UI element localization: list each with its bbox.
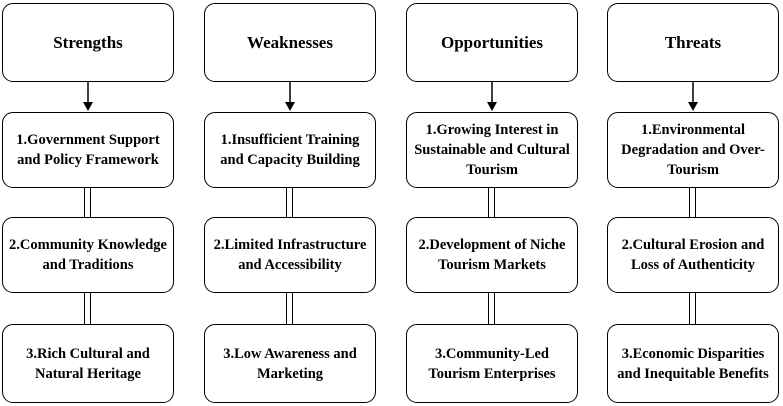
opportunities-item-3-text: 3.Community-Led Tourism Enterprises <box>428 345 556 382</box>
down-arrow-icon <box>285 82 295 111</box>
weaknesses-item-1: 1.Insufficient Training and Capacity Bui… <box>204 112 376 188</box>
weaknesses-item-3-text: 3.Low Awareness and Marketing <box>223 345 357 382</box>
threats-item-1-text: 1.Environmental Degradation and Over-Tou… <box>621 122 765 178</box>
opportunities-item-1-text: 1.Growing Interest in Sustainable and Cu… <box>414 122 570 178</box>
column-strengths: Strengths 1.Government Support and Polic… <box>2 0 178 406</box>
weaknesses-item-3: 3.Low Awareness and Marketing <box>204 324 376 403</box>
strengths-connector-2 <box>84 293 91 324</box>
strengths-arrow <box>83 82 93 112</box>
opportunities-item-1: 1.Growing Interest in Sustainable and Cu… <box>406 112 578 188</box>
strengths-item-2: 2.Community Knowledge and Traditions <box>2 217 174 293</box>
strengths-item-1-text: 1.Government Support and Policy Framewor… <box>16 132 160 168</box>
threats-arrow <box>688 82 698 112</box>
strengths-item-1: 1.Government Support and Policy Framewor… <box>2 112 174 188</box>
weaknesses-item-2-text: 2.Limited Infrastructure and Accessibili… <box>213 237 367 273</box>
weaknesses-arrow <box>285 82 295 112</box>
opportunities-connector-1 <box>488 188 495 217</box>
strengths-header-box: Strengths <box>2 3 174 82</box>
threats-header-box: Threats <box>607 3 779 82</box>
strengths-item-2-text: 2.Community Knowledge and Traditions <box>9 237 167 273</box>
opportunities-item-3: 3.Community-Led Tourism Enterprises <box>406 324 578 403</box>
opportunities-header-box: Opportunities <box>406 3 578 82</box>
weaknesses-header-box: Weaknesses <box>204 3 376 82</box>
opportunities-title: Opportunities <box>440 32 544 52</box>
threats-title: Threats <box>664 32 722 52</box>
column-threats: Threats 1.Environmental Degradation and … <box>607 0 783 406</box>
down-arrow-icon <box>487 82 497 111</box>
threats-connector-2 <box>689 293 696 324</box>
down-arrow-icon <box>688 82 698 111</box>
weaknesses-item-1-text: 1.Insufficient Training and Capacity Bui… <box>220 132 360 168</box>
threats-item-1: 1.Environmental Degradation and Over-Tou… <box>607 112 779 188</box>
strengths-item-3: 3.Rich Cultural and Natural Heritage <box>2 324 174 403</box>
weaknesses-connector-1 <box>286 188 293 217</box>
weaknesses-item-2: 2.Limited Infrastructure and Accessibili… <box>204 217 376 293</box>
down-arrow-icon <box>83 82 93 111</box>
opportunities-connector-2 <box>488 293 495 324</box>
weaknesses-connector-2 <box>286 293 293 324</box>
threats-connector-1 <box>689 188 696 217</box>
strengths-item-3-text: 3.Rich Cultural and Natural Heritage <box>26 345 150 382</box>
column-weaknesses: Weaknesses 1.Insufficient Training and C… <box>204 0 380 406</box>
opportunities-item-2: 2.Development of Niche Tourism Markets <box>406 217 578 293</box>
threats-item-3: 3.Economic Disparities and Inequitable B… <box>607 324 779 403</box>
column-opportunities: Opportunities 1.Growing Interest in Sust… <box>406 0 582 406</box>
strengths-title: Strengths <box>53 32 123 52</box>
threats-item-2-text: 2.Cultural Erosion and Loss of Authentic… <box>621 237 765 273</box>
weaknesses-title: Weaknesses <box>247 32 333 52</box>
strengths-connector-1 <box>84 188 91 217</box>
opportunities-item-2-text: 2.Development of Niche Tourism Markets <box>418 237 566 273</box>
threats-item-2: 2.Cultural Erosion and Loss of Authentic… <box>607 217 779 293</box>
threats-item-3-text: 3.Economic Disparities and Inequitable B… <box>617 345 769 382</box>
opportunities-arrow <box>487 82 497 112</box>
